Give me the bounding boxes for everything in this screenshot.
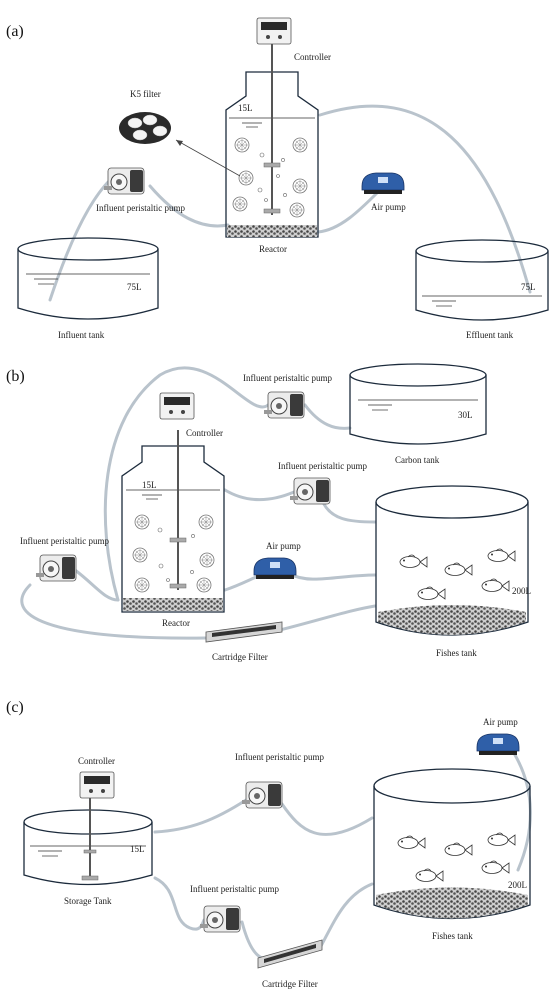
cartridge-filter-b [205, 621, 283, 643]
cartridge-filter-label: Cartridge Filter [212, 652, 268, 662]
reactor-label: Reactor [162, 618, 190, 628]
influent-pump-icon [103, 167, 145, 195]
fish-tank-label: Fishes tank [432, 931, 473, 941]
carbon-tank-label: Carbon tank [395, 455, 440, 465]
fish-tank-volume: 200L [508, 880, 527, 890]
storage-tank-volume: 15L [130, 844, 145, 854]
reactor-a [225, 44, 319, 238]
cartridge-filter-c [257, 939, 323, 969]
air-pump-label: Air pump [371, 202, 406, 212]
effluent-tank-label: Effluent tank [466, 330, 514, 340]
reactor-volume: 15L [142, 480, 157, 490]
panel-c: (c) Air pump Controller Influent perista… [6, 699, 532, 989]
k5-filter-icon [119, 112, 171, 144]
influent-tank-volume: 75L [127, 282, 142, 292]
k5-pointer-arrow [175, 139, 241, 177]
air-pump-icon [253, 557, 297, 580]
effluent-tank-volume: 75L [521, 282, 536, 292]
pump-mid-label: Influent peristaltic pump [278, 461, 367, 471]
pump-top-icon [263, 391, 305, 419]
pump-top-icon [241, 781, 283, 809]
panel-a-label: (a) [6, 23, 24, 40]
fish-tank-b [375, 485, 529, 636]
reactor-volume: 15L [238, 103, 253, 113]
controller-label: Controller [78, 756, 115, 766]
fish-tank-c [373, 768, 531, 920]
pump-left-icon [35, 554, 77, 582]
panel-a: (a) Controller [6, 17, 549, 340]
air-pump-label: Air pump [266, 541, 301, 551]
k5-filter-label: K5 filter [130, 89, 161, 99]
pump-left-label: Influent peristaltic pump [20, 536, 109, 546]
pump-bottom-icon [199, 905, 241, 933]
fish-tank-label: Fishes tank [436, 648, 477, 658]
reactor-label: Reactor [259, 244, 287, 254]
storage-tank-label: Storage Tank [64, 896, 112, 906]
controller-label: Controller [186, 428, 223, 438]
storage-tank [23, 798, 153, 886]
tubing-a [48, 104, 532, 302]
effluent-tank [415, 239, 549, 321]
pump-top-label: Influent peristaltic pump [235, 752, 324, 762]
pump-top-label: Influent peristaltic pump [243, 373, 332, 383]
controller-icon [256, 17, 292, 45]
influent-tank [17, 237, 159, 320]
pump-mid-icon [289, 477, 331, 505]
panel-b: (b) Influent peristaltic pump 30L Carbon… [6, 363, 531, 662]
influent-pump-label: Influent peristaltic pump [96, 203, 185, 213]
air-pump-label: Air pump [483, 717, 518, 727]
influent-tank-label: Influent tank [58, 330, 105, 340]
fish-tank-volume: 200L [512, 586, 531, 596]
air-pump-icon [476, 733, 520, 756]
controller-label: Controller [294, 52, 331, 62]
controller-icon [159, 392, 195, 420]
carbon-tank-volume: 30L [458, 410, 473, 420]
air-pump-icon [361, 172, 405, 195]
pump-bottom-label: Influent peristaltic pump [190, 884, 279, 894]
panel-b-label: (b) [6, 368, 25, 385]
carbon-tank [349, 363, 487, 445]
panel-c-label: (c) [6, 699, 24, 716]
reactor-b [121, 430, 225, 613]
cartridge-filter-label: Cartridge Filter [262, 979, 318, 989]
controller-icon [79, 771, 115, 799]
